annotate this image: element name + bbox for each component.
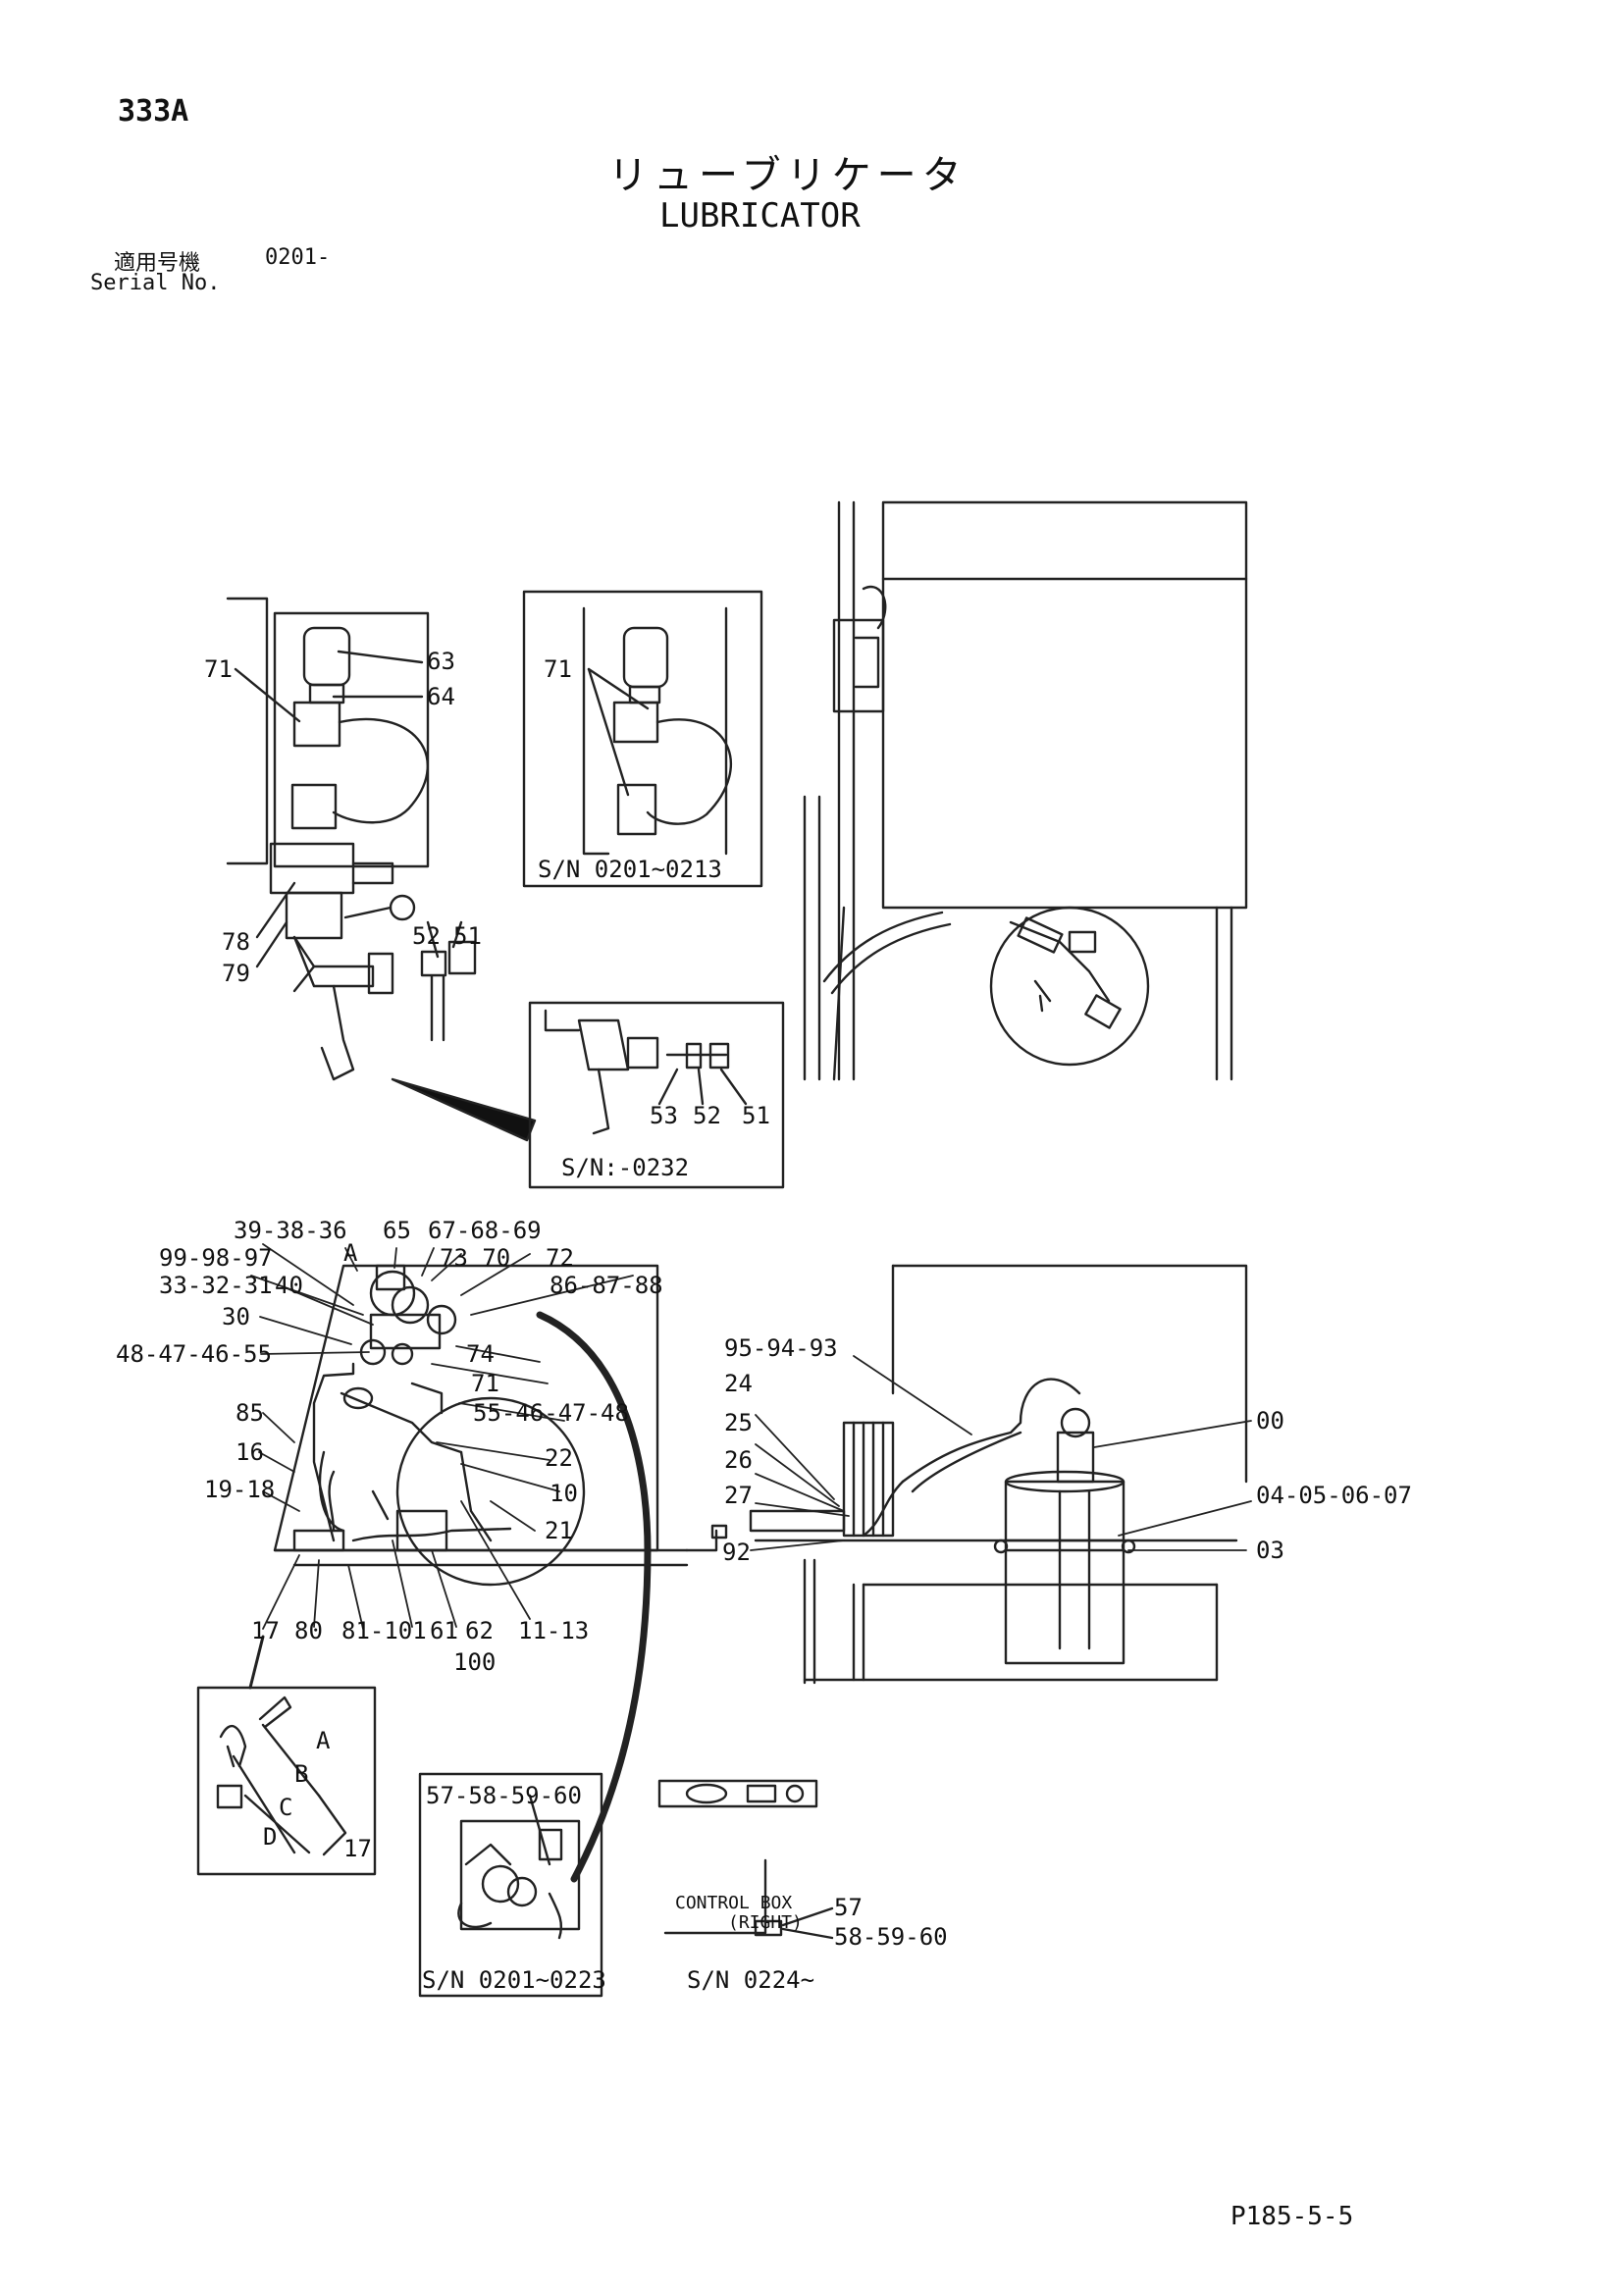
callout-04-05-06-07: 04-05-06-07 bbox=[1256, 1482, 1412, 1509]
page-number: 333A bbox=[118, 94, 189, 129]
callout-27: 27 bbox=[724, 1482, 753, 1509]
control-box-side-label: (RIGHT) bbox=[728, 1912, 803, 1933]
control-box-drawings bbox=[657, 1779, 834, 1940]
detail-label-17: 17 bbox=[343, 1835, 372, 1862]
inset-label-sn-0201-0223: S/N 0201~0223 bbox=[422, 1966, 606, 1994]
callout-71: 71 bbox=[204, 655, 233, 683]
detail-abcd bbox=[196, 1635, 377, 1876]
callout-21: 21 bbox=[545, 1517, 573, 1544]
callout-51-inset: 51 bbox=[742, 1102, 770, 1129]
callout-A-view: A bbox=[343, 1239, 358, 1267]
detail-label-A: A bbox=[316, 1727, 331, 1754]
callout-55-46-47-48: 55-46-47-48 bbox=[473, 1399, 629, 1427]
callout-00: 00 bbox=[1256, 1407, 1284, 1435]
callout-52-inset: 52 bbox=[693, 1102, 721, 1129]
callout-16: 16 bbox=[236, 1438, 264, 1466]
tank-panel-assembly bbox=[273, 1264, 728, 1587]
serial-label-japanese: 適用号機 bbox=[114, 251, 201, 276]
callout-67-68-69: 67-68-69 bbox=[428, 1217, 542, 1244]
inset-label-sn-0224: S/N 0224~ bbox=[687, 1966, 814, 1994]
inset-sn-0201-0213 bbox=[522, 590, 763, 888]
callout-79: 79 bbox=[222, 960, 250, 987]
callout-48-47-46-55: 48-47-46-55 bbox=[116, 1340, 272, 1368]
callout-81-101: 81-101 bbox=[341, 1617, 427, 1644]
callout-95-94-93: 95-94-93 bbox=[724, 1334, 838, 1362]
inset-label-sn-0232: S/N:-0232 bbox=[561, 1154, 689, 1181]
serial-value: 0201- bbox=[265, 245, 331, 270]
callout-85: 85 bbox=[236, 1399, 264, 1427]
inset-sn-0232 bbox=[528, 1001, 785, 1189]
callout-11-13: 11-13 bbox=[518, 1617, 589, 1644]
callout-33-32-31: 33-32-31 bbox=[159, 1272, 273, 1299]
callout-19-18: 19-18 bbox=[204, 1476, 275, 1503]
callout-80: 80 bbox=[294, 1617, 323, 1644]
callout-100: 100 bbox=[453, 1648, 496, 1676]
main-lube-hose bbox=[536, 1311, 652, 1883]
callout-71-lower: 71 bbox=[471, 1370, 499, 1397]
callout-99-98-97: 99-98-97 bbox=[159, 1244, 273, 1272]
callout-65: 65 bbox=[383, 1217, 411, 1244]
callout-78: 78 bbox=[222, 928, 250, 956]
callout-61: 61 bbox=[430, 1617, 458, 1644]
callout-51: 51 bbox=[453, 922, 482, 950]
inset-label-sn-0201-0213: S/N 0201~0213 bbox=[538, 856, 722, 883]
detail-label-B: B bbox=[294, 1760, 308, 1788]
callout-53-inset: 53 bbox=[650, 1102, 678, 1129]
callout-40: 40 bbox=[275, 1272, 303, 1299]
callout-52: 52 bbox=[412, 922, 441, 950]
callout-26: 26 bbox=[724, 1446, 753, 1474]
detail-label-D: D bbox=[263, 1823, 277, 1851]
detail-pointer bbox=[391, 1077, 537, 1142]
callout-73-70: 73 70 bbox=[440, 1244, 510, 1272]
callout-86-87-88: 86-87-88 bbox=[550, 1272, 663, 1299]
inset-sn-0201-0223 bbox=[418, 1772, 603, 1998]
page-reference: P185-5-5 bbox=[1230, 2202, 1354, 2231]
callout-62: 62 bbox=[465, 1617, 494, 1644]
callout-92: 92 bbox=[722, 1539, 751, 1566]
leader-lines bbox=[250, 1243, 1252, 1630]
title-japanese: リューブリケータ bbox=[608, 153, 968, 198]
control-box-label: CONTROL BOX bbox=[675, 1893, 792, 1913]
machine-frame-upper bbox=[803, 500, 1248, 1081]
title-english: LUBRICATOR bbox=[659, 196, 861, 235]
callout-30: 30 bbox=[222, 1303, 250, 1331]
callout-10: 10 bbox=[550, 1480, 578, 1507]
callout-03: 03 bbox=[1256, 1537, 1284, 1564]
callout-74: 74 bbox=[466, 1340, 495, 1368]
serial-label-english: Serial No. bbox=[90, 271, 221, 295]
callout-57: 57 bbox=[834, 1894, 863, 1921]
callout-39-38-36: 39-38-36 bbox=[234, 1217, 347, 1244]
callout-64: 64 bbox=[427, 683, 455, 710]
callout-71-inset: 71 bbox=[544, 655, 572, 683]
callout-58-59-60: 58-59-60 bbox=[834, 1923, 948, 1951]
callout-72: 72 bbox=[546, 1244, 574, 1272]
callout-57-58-59-60-inset: 57-58-59-60 bbox=[426, 1782, 582, 1809]
callout-17: 17 bbox=[251, 1617, 280, 1644]
callout-25: 25 bbox=[724, 1409, 753, 1436]
callout-63: 63 bbox=[427, 648, 455, 675]
drum-frame-lower bbox=[749, 1264, 1248, 1685]
callout-22: 22 bbox=[545, 1444, 573, 1472]
detail-label-C: C bbox=[279, 1794, 292, 1821]
callout-24: 24 bbox=[724, 1370, 753, 1397]
valve-assembly-drawing bbox=[226, 597, 477, 1081]
